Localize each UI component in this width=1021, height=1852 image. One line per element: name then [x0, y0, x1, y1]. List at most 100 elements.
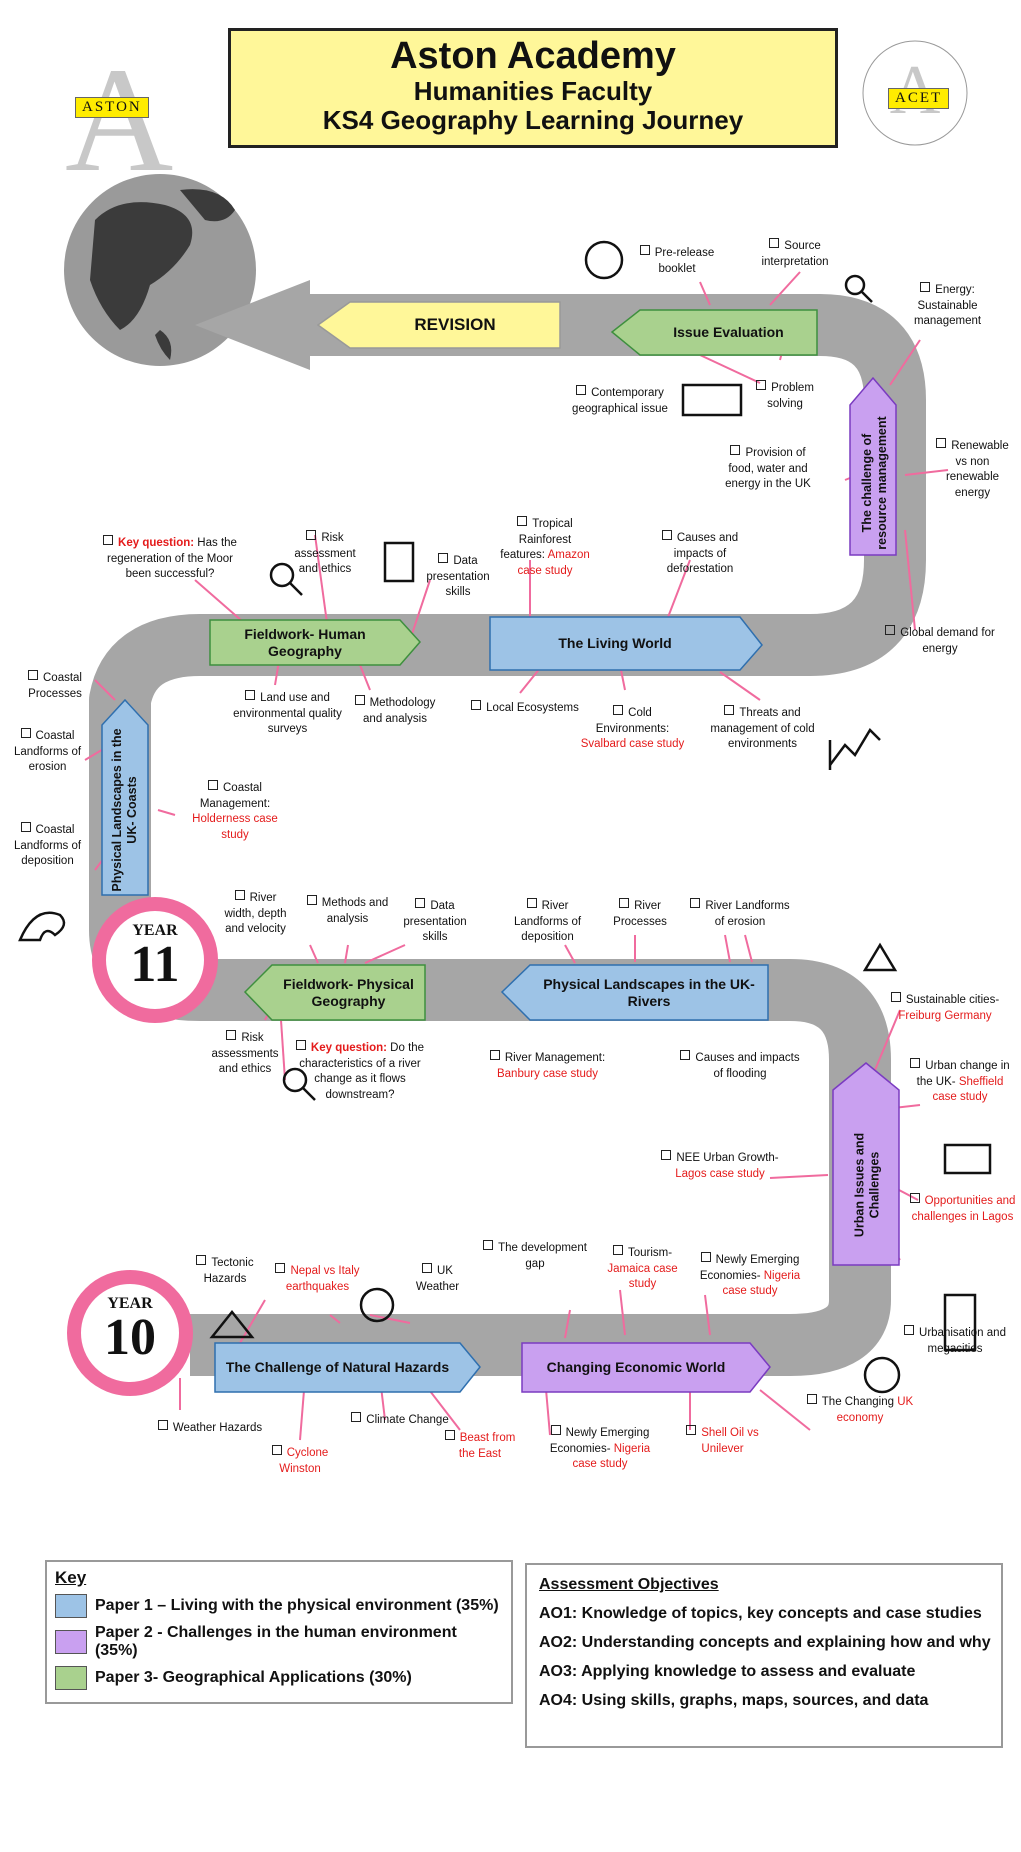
- resource-management-label: The challenge of resource management: [860, 416, 889, 550]
- note-prerelease: Pre-release booklet: [632, 245, 722, 277]
- key-item-paper2: Paper 2 - Challenges in the human enviro…: [55, 1624, 503, 1660]
- aston-logo: A ASTON: [65, 45, 173, 195]
- natural-hazards-arrow: [214, 1342, 481, 1393]
- note-river-processes: River Processes: [613, 898, 667, 928]
- fieldwork-human-arrow: [209, 619, 422, 666]
- note-development-gap: The development gap: [480, 1240, 590, 1272]
- note-uk-weather: UK Weather: [415, 1263, 460, 1293]
- living-world-label: The Living World: [558, 635, 672, 652]
- note-source: Source interpretation: [761, 238, 829, 268]
- rivers-arrow: [500, 964, 769, 1021]
- note-shell-unilever: Shell Oil vs Unilever: [680, 1425, 765, 1457]
- paper2-swatch: [55, 1630, 87, 1654]
- note-cyclone: Cyclone Winston: [265, 1445, 335, 1477]
- aston-logo-tag: ASTON: [75, 97, 149, 118]
- note-river-width: River width, depth and velocity: [224, 890, 287, 936]
- recycle-icon: [862, 942, 898, 972]
- note-key-question-river: Key question: Do the characteristics of …: [290, 1040, 430, 1103]
- note-coastal-erosion: Coastal Landforms of erosion: [13, 728, 82, 774]
- urban-arrow: [832, 1062, 900, 1266]
- assessment-heading: Assessment Objectives: [539, 1576, 719, 1593]
- building-icon: [943, 1293, 977, 1352]
- note-contemporary: Contemporary geographical issue: [572, 385, 668, 415]
- resource-management-arrow: [849, 376, 897, 556]
- key-item-paper1: Paper 1 – Living with the physical envir…: [55, 1594, 503, 1618]
- note-uk-economy: The Changing UK economy: [805, 1394, 915, 1426]
- rivers-label: Physical Landscapes in the UK- Rivers: [543, 975, 755, 1009]
- note-flooding: Causes and impacts of flooding: [675, 1050, 805, 1082]
- note-river-erosion: River Landforms of erosion: [690, 898, 790, 930]
- note-river-deposition: River Landforms of deposition: [513, 898, 582, 944]
- fieldwork-human-label: Fieldwork- Human Geography: [244, 625, 366, 659]
- key-box: Key Paper 1 – Living with the physical e…: [45, 1560, 513, 1704]
- note-provision: Provision of food, water and energy in t…: [725, 445, 811, 491]
- note-nepal-italy: Nepal vs Italy earthquakes: [270, 1263, 365, 1295]
- note-risk-ethics: Risk assessment and ethics: [294, 530, 356, 576]
- note-urbanisation: Urbanisation and megacities: [900, 1325, 1010, 1357]
- year-10-badge: YEAR 10: [80, 1295, 180, 1364]
- globe-icon: [64, 174, 256, 366]
- road-arrowhead: [195, 280, 310, 370]
- note-renewable: Renewable vs non renewable energy: [935, 438, 1010, 501]
- aston-logo-letter: A: [65, 37, 174, 203]
- note-tourism: Tourism- Jamaica case study: [607, 1245, 678, 1291]
- note-climate-change: Climate Change: [345, 1412, 455, 1429]
- note-urban-change: Urban change in the UK- Sheffield case s…: [905, 1058, 1015, 1106]
- ao3: AO3: Applying knowledge to assess and ev…: [539, 1663, 916, 1680]
- economic-world-label: Changing Economic World: [546, 1359, 726, 1376]
- ao2: AO2: Understanding concepts and explaini…: [539, 1634, 991, 1651]
- ao1: AO1: Knowledge of topics, key concepts a…: [539, 1605, 982, 1622]
- note-key-question-moor: Key question: Has the regeneration of th…: [100, 535, 240, 583]
- note-cold: Cold Environments: Svalbard case study: [580, 705, 685, 751]
- year-11-badge: YEAR 11: [105, 922, 205, 991]
- fieldwork-physical-arrow: [243, 964, 426, 1021]
- revision-label: REVISION: [414, 314, 496, 334]
- note-tectonic: Tectonic Hazards: [190, 1255, 260, 1287]
- assessment-objectives-box: Assessment Objectives AO1: Knowledge of …: [525, 1563, 1003, 1748]
- wave-icon: [18, 911, 66, 942]
- revision-arrow: [316, 301, 561, 349]
- urban-label: Urban Issues and Challenges: [852, 1132, 882, 1238]
- magnifier-icon: [269, 562, 303, 596]
- note-coastal-processes: Coastal Processes: [28, 670, 82, 700]
- title-box: Aston Academy Humanities Faculty KS4 Geo…: [228, 28, 838, 148]
- note-opportunities: Opportunities and challenges in Lagos: [905, 1193, 1020, 1225]
- note-coastal-management: Coastal Management: Holderness case stud…: [192, 780, 278, 841]
- chart-icon: [828, 727, 881, 770]
- note-coastal-deposition: Coastal Landforms of deposition: [13, 822, 82, 868]
- key-heading: Key: [55, 1568, 87, 1587]
- note-nee-urban: NEE Urban Growth- Lagos case study: [650, 1150, 790, 1182]
- issue-evaluation-label: Issue Evaluation: [673, 324, 784, 341]
- acet-logo: A ACET: [850, 28, 980, 158]
- paper3-swatch: [55, 1666, 87, 1690]
- year-10-ring: [67, 1270, 193, 1396]
- living-world-arrow: [489, 616, 763, 671]
- note-energy-sustainable: Energy: Sustainable management: [913, 282, 982, 328]
- road-path: [89, 294, 926, 1376]
- journey-title: KS4 Geography Learning Journey: [322, 105, 744, 135]
- question-icon: [584, 240, 624, 280]
- year-11-ring: [92, 897, 218, 1023]
- note-river-management: River Management: Banbury case study: [485, 1050, 610, 1082]
- magnifier-icon: [844, 274, 873, 303]
- note-threats: Threats and management of cold environme…: [710, 705, 815, 751]
- moneybag-icon: [863, 1356, 901, 1394]
- note-problem: Problem solving: [745, 380, 825, 412]
- calculator-icon: [383, 541, 415, 583]
- note-weather-hazards: Weather Hazards: [145, 1420, 275, 1437]
- acet-logo-tag: ACET: [888, 88, 950, 109]
- natural-hazards-label: The Challenge of Natural Hazards: [225, 1359, 450, 1376]
- note-nee-2: Newly Emerging Economies- Nigeria case s…: [549, 1425, 651, 1471]
- year-10-word: YEAR: [107, 1295, 153, 1312]
- magnifier-icon: [282, 1067, 316, 1101]
- note-nee: Newly Emerging Economies- Nigeria case s…: [699, 1252, 801, 1298]
- note-tropical: Tropical Rainforest features: Amazon cas…: [500, 516, 590, 577]
- note-data-presentation: Data presentation skills: [426, 553, 490, 599]
- note-sustainable-cities: Sustainable cities- Freiburg Germany: [880, 992, 1010, 1024]
- note-local-ecosystems: Local Ecosystems: [470, 700, 580, 717]
- fieldwork-physical-label: Fieldwork- Physical Geography: [283, 975, 414, 1009]
- factory-icon: [943, 1143, 992, 1175]
- note-data-presentation-2: Data presentation skills: [403, 898, 467, 944]
- key-item-paper3: Paper 3- Geographical Applications (30%): [55, 1666, 503, 1690]
- coasts-arrow: [101, 698, 149, 896]
